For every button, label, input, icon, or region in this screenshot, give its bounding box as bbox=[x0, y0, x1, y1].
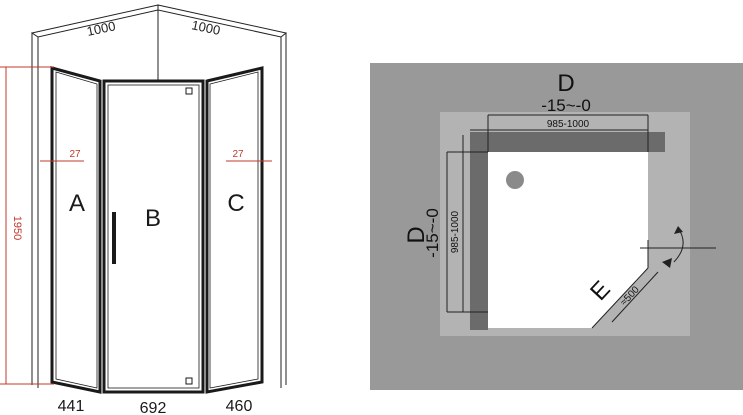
hinge-bottom bbox=[185, 377, 193, 385]
panel-label-b: B bbox=[145, 205, 161, 232]
plan-top-tolerance: -15~-0 bbox=[541, 96, 591, 115]
height-dim-label: 1950 bbox=[11, 216, 23, 240]
bottom-dim-right: 460 bbox=[226, 398, 253, 415]
drain-icon bbox=[506, 171, 524, 189]
bottom-dim-center: 692 bbox=[140, 400, 167, 415]
door-swing-tail bbox=[662, 258, 672, 268]
plan-top-letter: D bbox=[557, 70, 574, 97]
plan-left-range: 985-1000 bbox=[450, 210, 461, 253]
plan-left-tolerance: -15~-0 bbox=[423, 208, 442, 258]
plan-top-range: 985-1000 bbox=[547, 119, 590, 130]
side-gap-left: 27 bbox=[69, 149, 81, 160]
panel-c bbox=[205, 66, 264, 394]
plan-drawing: D -15~-0 985-1000 D -15~-0 985-1000 E ≈5… bbox=[370, 63, 743, 390]
panel-label-a: A bbox=[69, 190, 85, 217]
panel-label-c: C bbox=[227, 190, 244, 217]
hinge-top bbox=[185, 87, 193, 95]
plan-left-letter: D bbox=[403, 226, 430, 243]
door-handle bbox=[112, 212, 116, 264]
wall-left bbox=[470, 132, 488, 330]
plan-left-dim-lines bbox=[446, 135, 488, 313]
door-swing-arrowhead bbox=[674, 226, 683, 234]
back-walls bbox=[30, 4, 288, 388]
diagonal-door-lines bbox=[591, 240, 716, 329]
elevation-drawing: 1000 1000 A B C 1950 bbox=[0, 4, 288, 415]
panel-a bbox=[50, 66, 102, 394]
wall-top bbox=[470, 132, 665, 152]
top-dim-left: 1000 bbox=[85, 18, 116, 39]
panel-b-door bbox=[102, 79, 205, 394]
side-gap-right: 27 bbox=[232, 149, 244, 160]
bottom-dim-left: 441 bbox=[58, 398, 85, 415]
top-dim-right: 1000 bbox=[190, 17, 221, 38]
plan-top-dim-lines bbox=[470, 114, 649, 152]
height-dimension bbox=[0, 66, 54, 385]
